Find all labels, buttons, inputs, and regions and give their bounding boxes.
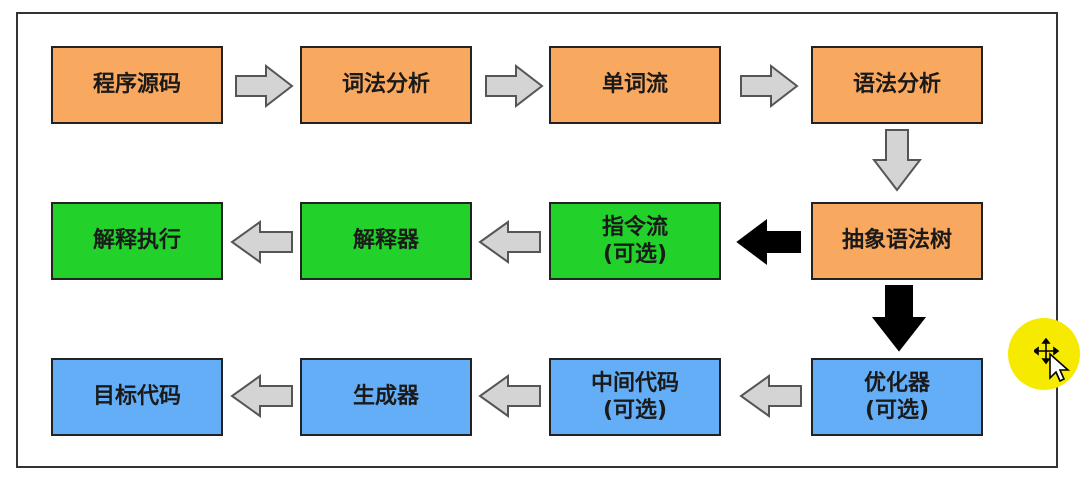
arrow-left-icon — [478, 374, 541, 418]
node-label: 解释器 — [352, 228, 419, 254]
arrow-down-icon — [872, 285, 926, 352]
node-source-code: 程序源码 — [51, 46, 223, 124]
arrow-right-icon — [740, 64, 799, 108]
node-lexical-analysis: 词法分析 — [300, 46, 472, 124]
node-interpreter: 解释器 — [300, 202, 472, 280]
arrow-left-icon — [739, 374, 802, 418]
node-syntax-analysis: 语法分析 — [811, 46, 983, 124]
node-label: 中间代码 — [590, 370, 679, 396]
node-interpret-execute: 解释执行 — [51, 202, 223, 280]
cursor-highlight — [1008, 318, 1080, 390]
node-instruction-stream: 指令流 (可选) — [549, 202, 721, 280]
node-ast: 抽象语法树 — [811, 202, 983, 280]
node-intermediate-code: 中间代码 (可选) — [549, 358, 721, 436]
node-sublabel: (可选) — [602, 398, 668, 423]
node-token-stream: 单词流 — [549, 46, 721, 124]
node-label: 程序源码 — [92, 72, 181, 98]
node-optimizer: 优化器 (可选) — [811, 358, 983, 436]
node-generator: 生成器 — [300, 358, 472, 436]
arrow-down-icon — [872, 129, 922, 192]
node-label: 优化器 — [863, 370, 930, 396]
node-label: 生成器 — [352, 384, 419, 410]
arrow-left-icon — [230, 220, 293, 264]
node-sublabel: (可选) — [602, 242, 668, 267]
arrow-right-icon — [235, 64, 294, 108]
node-label: 目标代码 — [92, 384, 181, 410]
arrow-right-icon — [485, 64, 544, 108]
node-label: 词法分析 — [341, 72, 430, 98]
arrow-left-icon — [736, 219, 801, 265]
node-target-code: 目标代码 — [51, 358, 223, 436]
arrow-left-icon — [230, 374, 293, 418]
node-label: 指令流 — [601, 214, 668, 240]
arrow-left-icon — [478, 220, 541, 264]
node-label: 单词流 — [601, 72, 668, 98]
node-label: 抽象语法树 — [841, 228, 952, 254]
node-sublabel: (可选) — [864, 398, 930, 423]
node-label: 语法分析 — [852, 72, 941, 98]
move-cursor-icon — [1034, 338, 1071, 382]
node-label: 解释执行 — [92, 228, 181, 254]
